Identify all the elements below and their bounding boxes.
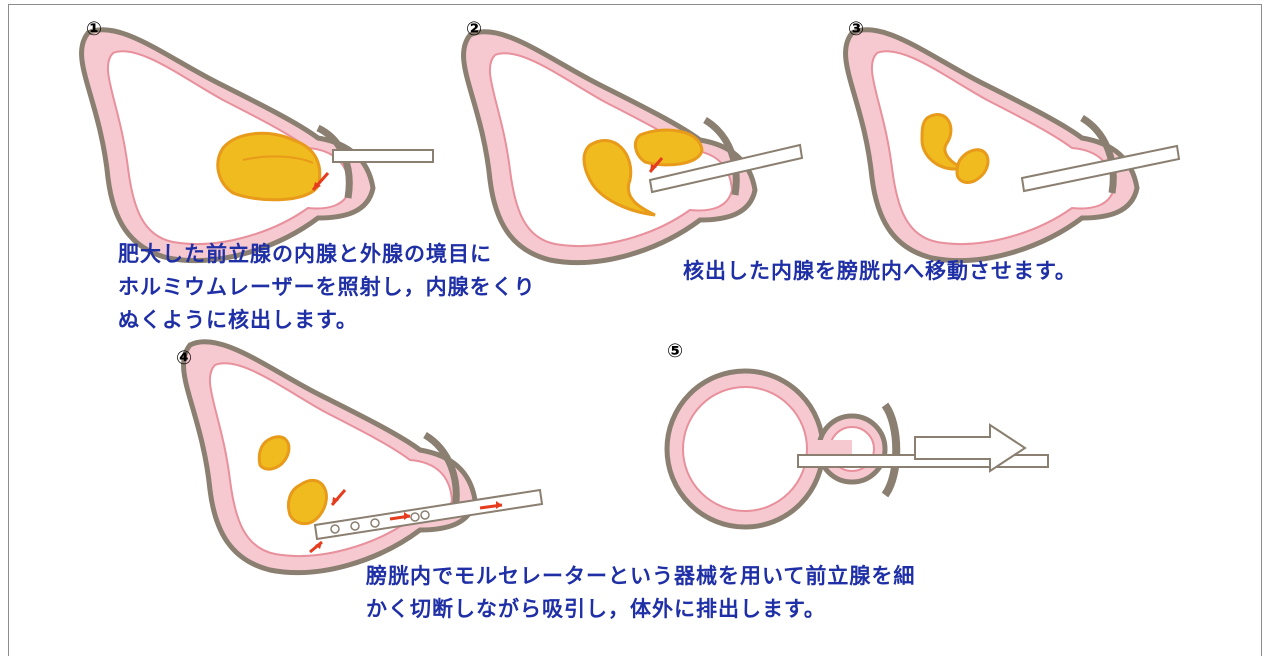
caption-step-4-line-2: かく切断しながら吸引し，体外に排出します。 <box>366 593 915 626</box>
caption-step-1: 肥大した前立腺の内腺と外腺の境目に ホルミウムレーザーを照射し，内腺をくり ぬく… <box>118 238 536 337</box>
caption-step-4-line-1: 膀胱内でモルセレーターという器械を用いて前立腺を細 <box>366 560 915 593</box>
step-5-illustration <box>667 371 1048 527</box>
caption-step-3: 核出した内腺を膀胱内へ移動させます。 <box>683 255 1077 288</box>
caption-step-1-line-1: 肥大した前立腺の内腺と外腺の境目に <box>118 238 536 271</box>
caption-step-4: 膀胱内でモルセレーターという器械を用いて前立腺を細 かく切断しながら吸引し，体外… <box>366 560 915 626</box>
step-4-illustration <box>184 342 542 573</box>
step-2-number: ② <box>466 18 482 40</box>
step-1-number: ① <box>86 18 102 40</box>
step-3-number: ③ <box>848 18 864 40</box>
caption-step-1-line-3: ぬくように核出します。 <box>118 304 536 337</box>
step-3-illustration <box>846 30 1179 261</box>
caption-step-1-line-2: ホルミウムレーザーを照射し，内腺をくり <box>118 271 536 304</box>
caption-step-3-line-1: 核出した内腺を膀胱内へ移動させます。 <box>683 255 1077 288</box>
step-1-illustration <box>82 30 433 261</box>
step-5-number: ⑤ <box>667 340 683 362</box>
step-4-number: ④ <box>176 347 192 369</box>
step-2-illustration <box>464 32 802 263</box>
